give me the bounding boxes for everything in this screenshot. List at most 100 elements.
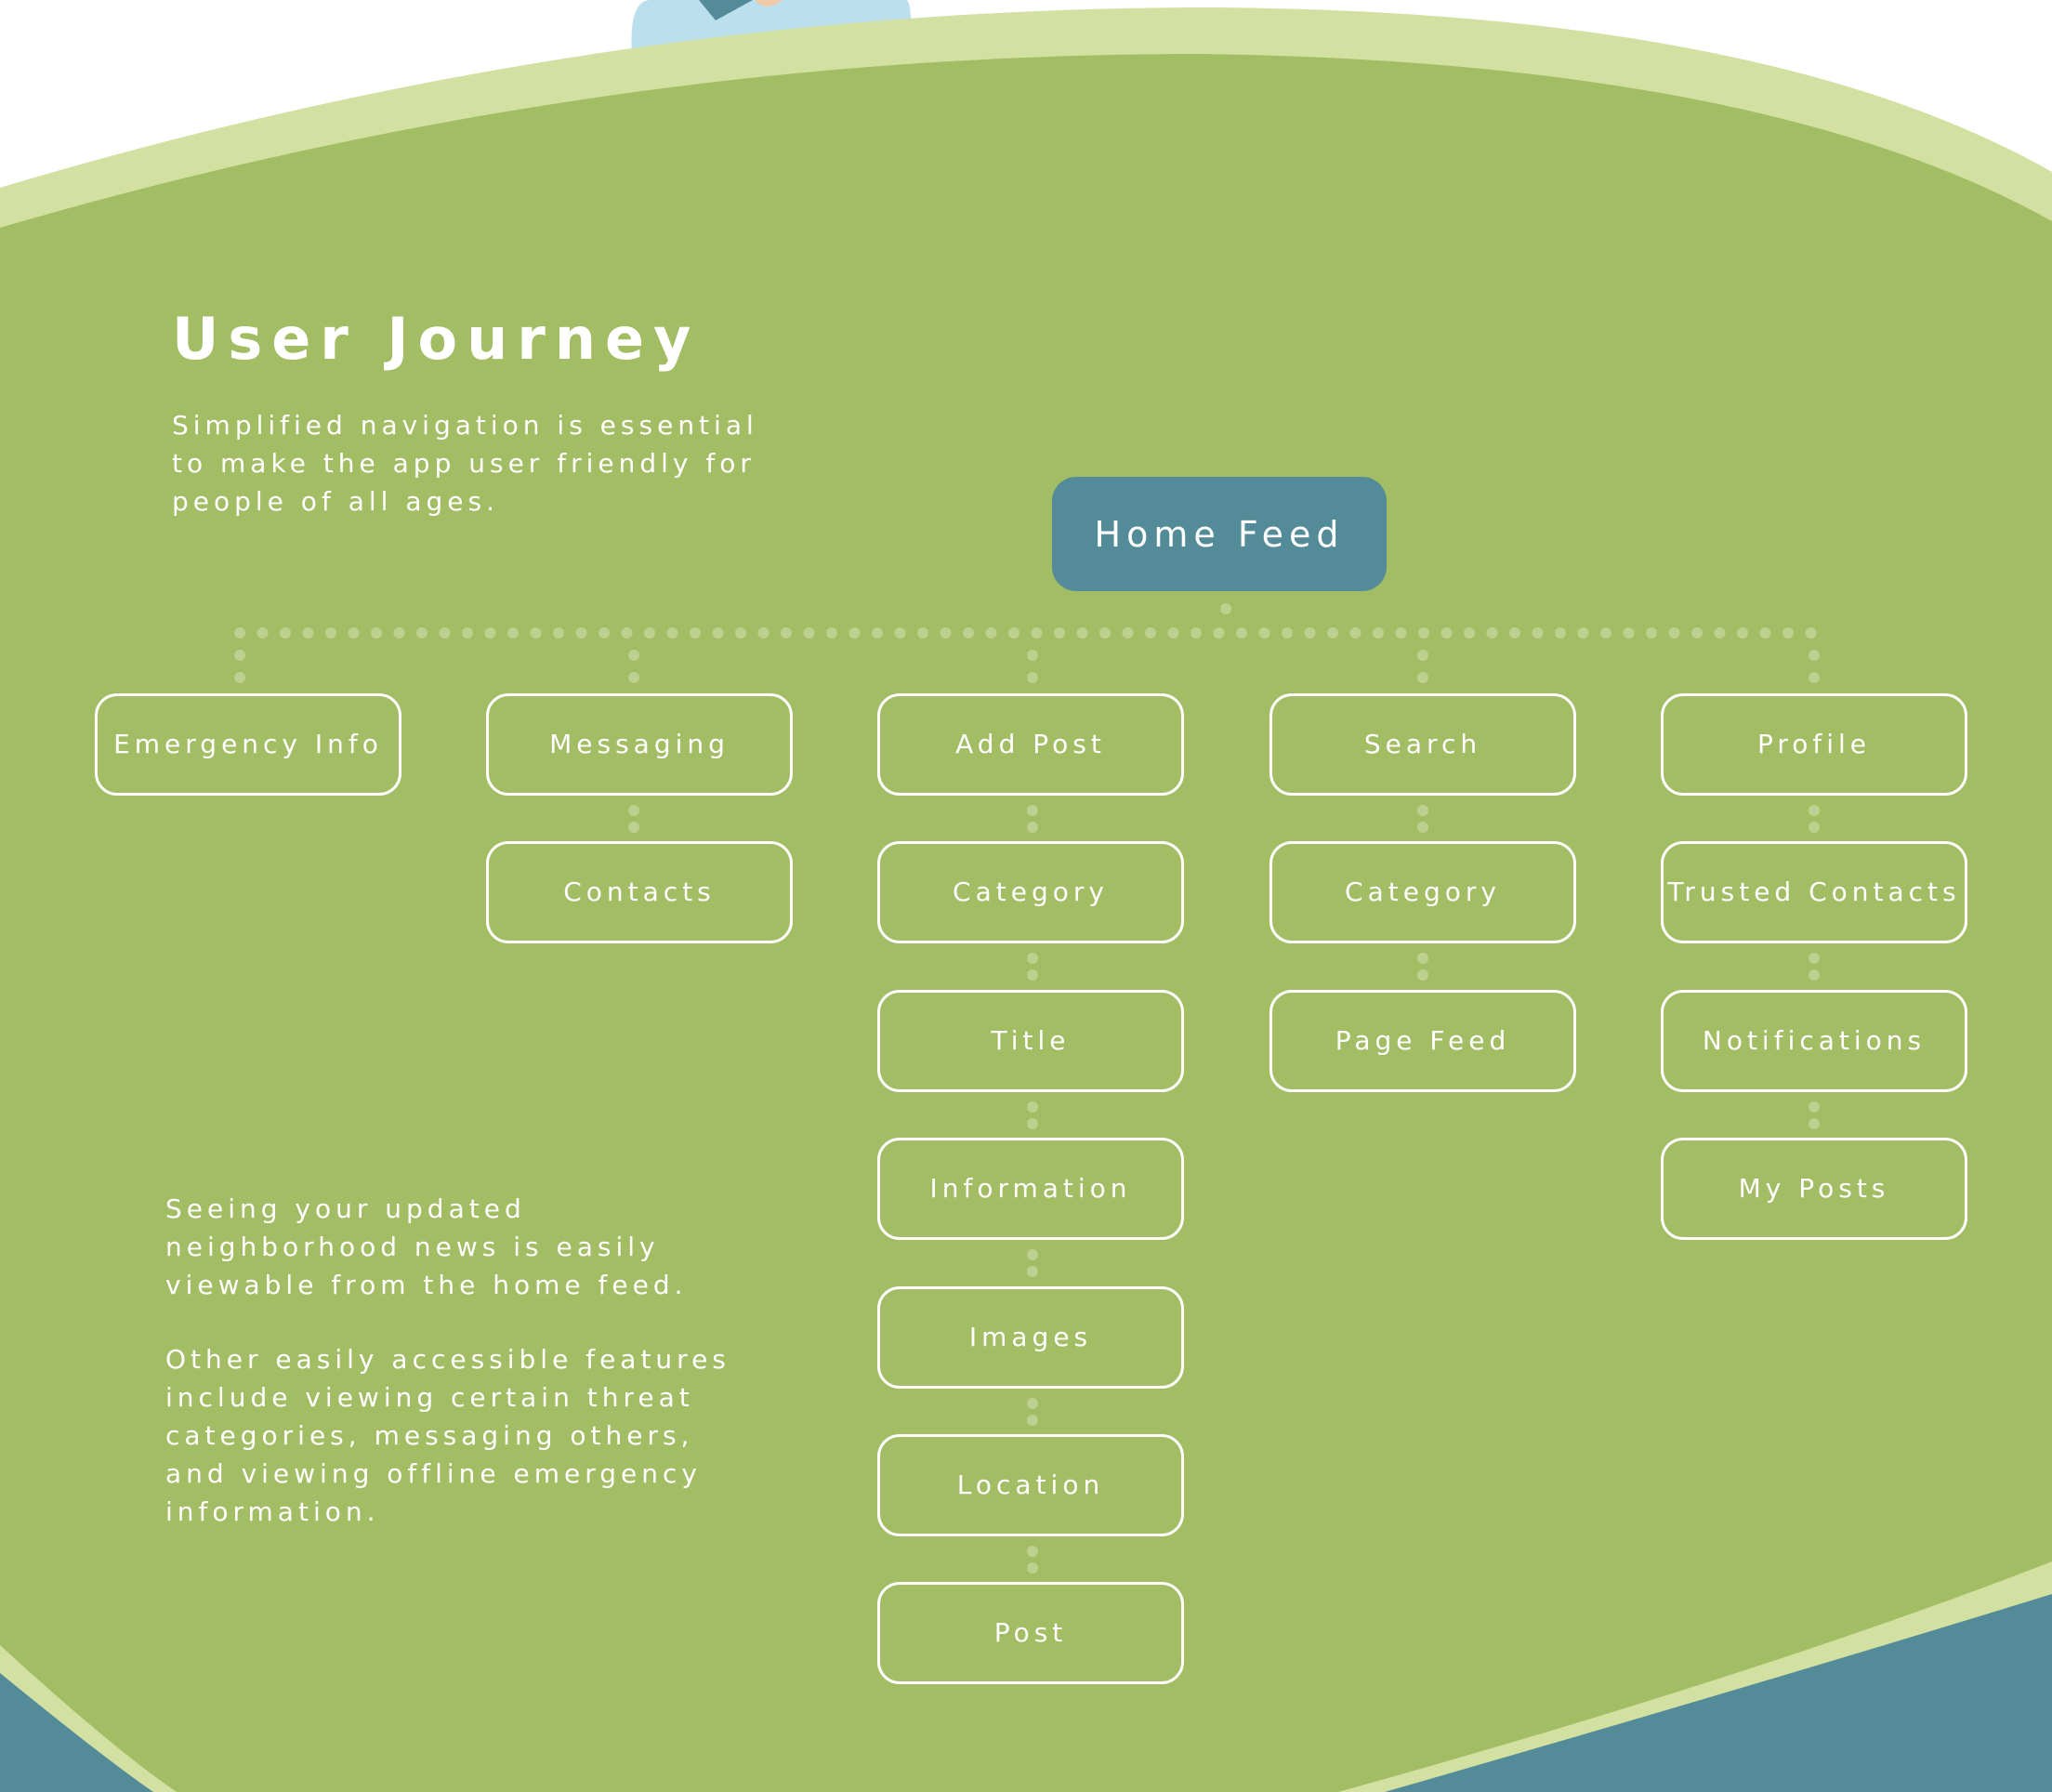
connector-dot <box>1220 603 1231 614</box>
connector-dot <box>917 627 928 639</box>
my-posts-node: My Posts <box>1661 1138 1967 1240</box>
connector-dot <box>1805 627 1817 639</box>
connector-dot <box>1737 627 1748 639</box>
add-post-node: Add Post <box>877 693 1184 796</box>
connector-dot <box>1509 627 1520 639</box>
home-feed-node: Home Feed <box>1052 477 1387 591</box>
connector-dot <box>628 672 639 683</box>
connector-dot <box>872 627 883 639</box>
emergency-info-node: Emergency Info <box>95 693 401 796</box>
connector-dot <box>439 627 451 639</box>
connector-dot <box>1809 1118 1820 1129</box>
connector-dot <box>1027 1101 1038 1113</box>
connector-dot <box>530 627 542 639</box>
connector-dot <box>1304 627 1316 639</box>
connector-dot <box>462 627 473 639</box>
bottom-light-band <box>0 1561 2052 1792</box>
connector-dot <box>1027 1562 1038 1574</box>
connector-dot <box>1440 627 1453 639</box>
connector-dot <box>484 627 496 639</box>
connector-dot <box>1027 1415 1038 1426</box>
connector-dot <box>1418 627 1429 639</box>
connector-dot <box>1349 627 1361 639</box>
connector-dot <box>1623 627 1635 639</box>
connector-dot <box>348 627 360 639</box>
connector-dot <box>1395 627 1407 639</box>
connector-dot <box>690 627 701 639</box>
intro-text: Simplified navigation is essential to ma… <box>172 410 758 517</box>
dotted-connectors <box>234 603 1820 1574</box>
connector-dot <box>1027 805 1038 816</box>
note-features: Other easily accessible features include… <box>165 1344 730 1527</box>
connector-dot <box>1008 627 1019 639</box>
connector-dot <box>598 627 610 639</box>
connector-dot <box>234 650 245 661</box>
connector-dot <box>1555 627 1566 639</box>
connector-dot <box>1809 953 1820 964</box>
images-node: Images <box>877 1286 1184 1389</box>
messaging-node: Messaging <box>486 693 793 796</box>
post-category-node: Category <box>877 841 1184 943</box>
connector-dot <box>1027 953 1038 964</box>
connector-dot <box>803 627 815 639</box>
connector-dot <box>1417 805 1428 816</box>
connector-dot <box>1809 822 1820 833</box>
connector-dot <box>781 627 792 639</box>
connector-dot <box>1464 627 1475 639</box>
connector-dot <box>1691 627 1703 639</box>
connector-dot <box>1282 627 1293 639</box>
connector-dot <box>628 650 639 661</box>
figure-skin-shape <box>755 0 783 7</box>
connector-dot <box>1759 627 1771 639</box>
connector-dot <box>1373 627 1384 639</box>
connector-dot <box>507 627 519 639</box>
connector-dot <box>1714 627 1726 639</box>
connector-dot <box>280 627 291 639</box>
connector-dot <box>621 627 633 639</box>
connector-dot <box>1027 822 1038 833</box>
contacts-node: Contacts <box>486 841 793 943</box>
connector-dot <box>1646 627 1657 639</box>
connector-dot <box>1668 627 1680 639</box>
connector-dot <box>1167 627 1179 639</box>
connector-dot <box>234 672 245 683</box>
connector-dot <box>1417 672 1428 683</box>
note-home-feed: Seeing your updated neighborhood news is… <box>165 1193 688 1300</box>
figure-collar-shape <box>699 0 753 20</box>
connector-dot <box>1027 1546 1038 1557</box>
connector-dot <box>393 627 405 639</box>
search-node: Search <box>1269 693 1576 796</box>
title-node: Title <box>877 990 1184 1092</box>
page-title: User Journey <box>172 305 701 373</box>
connector-dot <box>1099 627 1111 639</box>
connector-dot <box>1122 627 1134 639</box>
connector-dot <box>1027 969 1038 981</box>
connector-dot <box>1417 650 1428 661</box>
connector-dot <box>1076 627 1088 639</box>
connector-dot <box>1532 627 1544 639</box>
connector-dot <box>416 627 428 639</box>
connector-dot <box>666 627 678 639</box>
search-category-node: Category <box>1269 841 1576 943</box>
connector-dot <box>1236 627 1247 639</box>
connector-dot <box>1809 672 1820 683</box>
page-feed-node: Page Feed <box>1269 990 1576 1092</box>
connector-dot <box>757 627 770 639</box>
connector-dot <box>575 627 587 639</box>
post-node: Post <box>877 1582 1184 1684</box>
connector-dot <box>848 627 861 639</box>
connector-dot <box>553 627 564 639</box>
connector-dot <box>1809 1101 1820 1113</box>
connector-dot <box>1027 650 1038 661</box>
connector-dot <box>1486 627 1498 639</box>
notifications-node: Notifications <box>1661 990 1967 1092</box>
connector-dot <box>963 627 974 639</box>
connector-dot <box>1027 1249 1038 1260</box>
connector-dot <box>1809 805 1820 816</box>
trusted-contacts-node: Trusted Contacts <box>1661 841 1967 943</box>
connector-dot <box>1809 969 1820 981</box>
connector-dot <box>1417 822 1428 833</box>
green-main-area <box>0 54 2052 1792</box>
connector-dot <box>1782 627 1794 639</box>
